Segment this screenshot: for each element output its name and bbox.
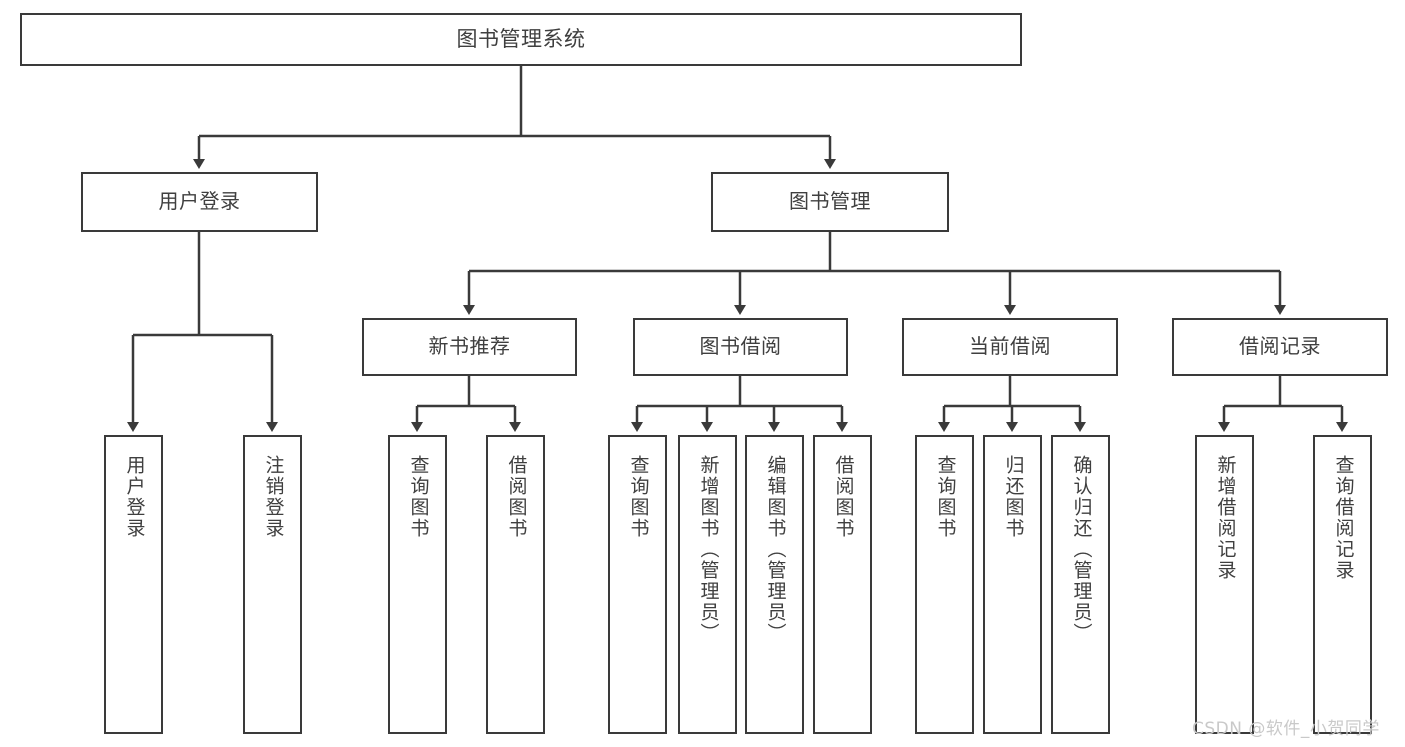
node-label: 查询借阅记录 — [1332, 455, 1355, 581]
node-label: 确认归还（管理员） — [1070, 455, 1093, 644]
node-label: 归还图书 — [1002, 455, 1025, 539]
node-label: 图书管理 — [789, 189, 871, 214]
node-label: 用户登录 — [158, 189, 241, 214]
node-label: 新增借阅记录 — [1214, 455, 1237, 581]
leaf-current-return-book[interactable]: 归还图书 — [983, 435, 1042, 734]
node-label: 用户登录 — [123, 455, 146, 539]
node-label: 当前借阅 — [969, 334, 1051, 359]
leaf-borrow-query-book[interactable]: 查询图书 — [608, 435, 667, 734]
leaf-record-add-record[interactable]: 新增借阅记录 — [1195, 435, 1254, 734]
leaf-current-query-book[interactable]: 查询图书 — [915, 435, 974, 734]
node-borrow-record[interactable]: 借阅记录 — [1172, 318, 1388, 376]
leaf-user-login[interactable]: 用户登录 — [104, 435, 163, 734]
node-label: 查询图书 — [934, 455, 957, 539]
leaf-borrow-add-book-admin[interactable]: 新增图书（管理员） — [678, 435, 737, 734]
leaf-borrow-borrow-book[interactable]: 借阅图书 — [813, 435, 872, 734]
leaf-logout[interactable]: 注销登录 — [243, 435, 302, 734]
leaf-current-confirm-return-admin[interactable]: 确认归还（管理员） — [1051, 435, 1110, 734]
leaf-newbook-borrow-book[interactable]: 借阅图书 — [486, 435, 545, 734]
node-label: 借阅图书 — [832, 455, 855, 539]
node-new-book-recommend[interactable]: 新书推荐 — [362, 318, 577, 376]
csdn-watermark: CSDN @软件_小贺同学 — [1192, 719, 1380, 739]
node-label: 查询图书 — [407, 455, 430, 539]
node-root-system[interactable]: 图书管理系统 — [20, 13, 1022, 66]
leaf-record-query-record[interactable]: 查询借阅记录 — [1313, 435, 1372, 734]
node-label: 查询图书 — [627, 455, 650, 539]
node-book-borrow[interactable]: 图书借阅 — [633, 318, 848, 376]
node-label: 注销登录 — [262, 455, 285, 539]
node-label: 图书借阅 — [699, 334, 782, 359]
node-label: 新增图书（管理员） — [697, 455, 720, 644]
node-label: 新书推荐 — [428, 334, 511, 359]
leaf-newbook-query-book[interactable]: 查询图书 — [388, 435, 447, 734]
node-label: 借阅图书 — [505, 455, 528, 539]
leaf-borrow-edit-book-admin[interactable]: 编辑图书（管理员） — [745, 435, 804, 734]
node-book-management[interactable]: 图书管理 — [711, 172, 949, 232]
node-current-borrow[interactable]: 当前借阅 — [902, 318, 1118, 376]
node-label: 图书管理系统 — [456, 27, 586, 52]
node-label: 编辑图书（管理员） — [764, 455, 787, 644]
node-label: 借阅记录 — [1239, 334, 1321, 359]
node-user-login[interactable]: 用户登录 — [81, 172, 318, 232]
